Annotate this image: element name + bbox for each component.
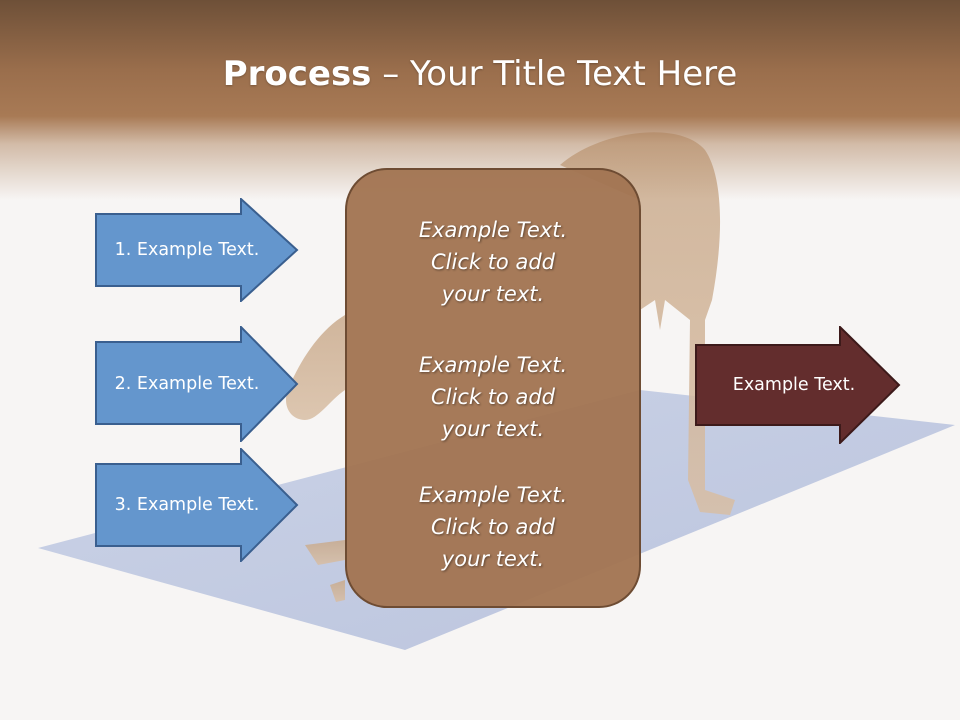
center-line: Example Text.	[418, 353, 568, 377]
input-arrow-label: 3. Example Text.	[114, 495, 260, 515]
input-arrow-2[interactable]: 2. Example Text.	[95, 326, 299, 442]
center-line: your text.	[441, 282, 545, 306]
dog	[285, 132, 735, 602]
input-arrow-3[interactable]: 3. Example Text.	[95, 448, 299, 562]
output-arrow-label: Example Text.	[732, 375, 856, 395]
title-bold: Process	[222, 54, 372, 94]
title-rest: – Your Title Text Here	[371, 54, 738, 94]
center-line: Example Text.	[418, 218, 568, 242]
center-line: Click to add	[430, 515, 555, 539]
center-line: Example Text.	[418, 483, 568, 507]
center-process-box[interactable]: Example Text. Click to add your text. Ex…	[345, 168, 641, 608]
input-arrow-1[interactable]: 1. Example Text.	[95, 198, 299, 302]
center-text-block-2: Example Text. Click to add your text.	[347, 349, 639, 445]
slide-title[interactable]: Process – Your Title Text Here	[0, 52, 960, 96]
center-line: your text.	[441, 547, 545, 571]
center-line: Click to add	[430, 250, 555, 274]
header-band	[0, 0, 960, 200]
input-arrow-label: 2. Example Text.	[114, 374, 260, 394]
center-line: your text.	[441, 417, 545, 441]
center-text-block-1: Example Text. Click to add your text.	[347, 214, 639, 310]
output-arrow[interactable]: Example Text.	[695, 326, 901, 444]
input-arrow-label: 1. Example Text.	[114, 240, 260, 260]
center-line: Click to add	[430, 385, 555, 409]
center-text-block-3: Example Text. Click to add your text.	[347, 479, 639, 575]
